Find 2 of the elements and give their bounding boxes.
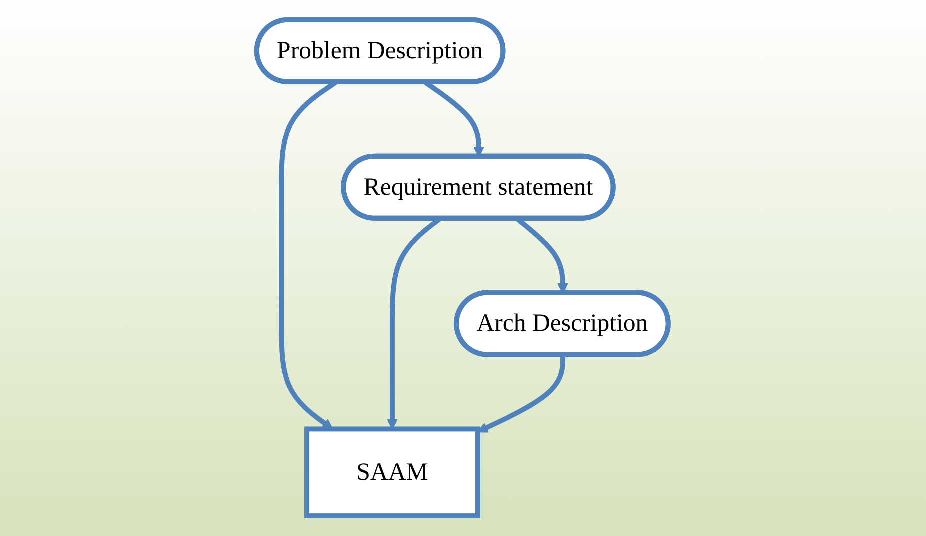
arrow xyxy=(478,355,566,433)
node-box: SAAM xyxy=(304,426,481,519)
